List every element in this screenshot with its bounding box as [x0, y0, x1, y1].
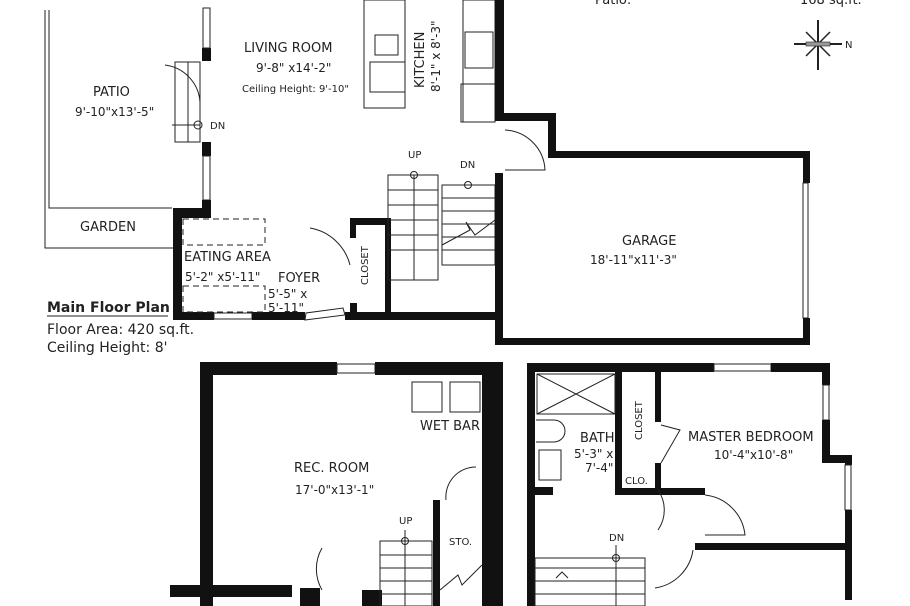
lower-floor-plan [170, 362, 503, 606]
patio-area-cut-label: 168 sq.ft. [800, 0, 862, 8]
main-floor-ceiling-height: Ceiling Height: 8' [47, 340, 167, 356]
garage-size: 18'-11"x11'-3" [590, 253, 677, 267]
main-closet-label: CLOSET [360, 245, 371, 285]
living-room-size: 9'-8" x14'-2" [256, 61, 331, 75]
upper-stairs [534, 545, 646, 606]
main-stairs [387, 171, 496, 281]
eating-area-name: EATING AREA [184, 250, 271, 265]
upper-floor-plan [527, 363, 852, 606]
wet-bar-label: WET BAR [420, 419, 480, 434]
lower-stairs [379, 530, 483, 606]
bath-size-b: 7'-4" [585, 461, 613, 475]
clo-label: CLO. [625, 476, 648, 487]
kitchen-name: KITCHEN [413, 32, 428, 88]
master-bedroom-name: MASTER BEDROOM [688, 430, 814, 445]
main-stairs-dn-label: DN [460, 160, 475, 171]
kitchen-size: 8'-1" x 8'-3" [429, 20, 443, 92]
compass-rose-icon [794, 20, 842, 70]
eating-area-size: 5'-2" x5'-11" [185, 270, 260, 284]
arrow-up-icon [555, 571, 569, 579]
bath-size-a: 5'-3" x [574, 447, 613, 461]
upper-closet-label: CLOSET [634, 400, 645, 440]
foyer-size-b: 5'-11" [268, 301, 304, 315]
foyer-name: FOYER [278, 271, 320, 286]
patio-dn-label: DN [210, 121, 225, 132]
garden-label: GARDEN [80, 220, 136, 235]
upper-stairs-dn-label: DN [609, 533, 624, 544]
main-floor-title: Main Floor Plan [47, 300, 170, 316]
rec-room-size: 17'-0"x13'-1" [295, 483, 374, 497]
foyer-size-a: 5'-5" x [268, 287, 307, 301]
living-room-name: LIVING ROOM [244, 41, 332, 56]
compass-north-label: N [845, 40, 852, 51]
bath-name: BATH [580, 431, 615, 446]
storage-label: STO. [449, 537, 472, 548]
lower-stairs-up-label: UP [399, 516, 412, 527]
living-room-ceiling: Ceiling Height: 9'-10" [242, 84, 349, 95]
main-floor-area: Floor Area: 420 sq.ft. [47, 322, 194, 338]
main-stairs-up-label: UP [408, 150, 421, 161]
patio-cut-label: Patio: [595, 0, 631, 8]
rec-room-name: REC. ROOM [294, 461, 369, 476]
patio-room-size: 9'-10"x13'-5" [75, 105, 154, 119]
master-bedroom-size: 10'-4"x10'-8" [714, 448, 793, 462]
patio-room-name: PATIO [93, 85, 130, 100]
main-floor-plan: DN [44, 0, 810, 345]
garage-name: GARAGE [622, 234, 676, 249]
